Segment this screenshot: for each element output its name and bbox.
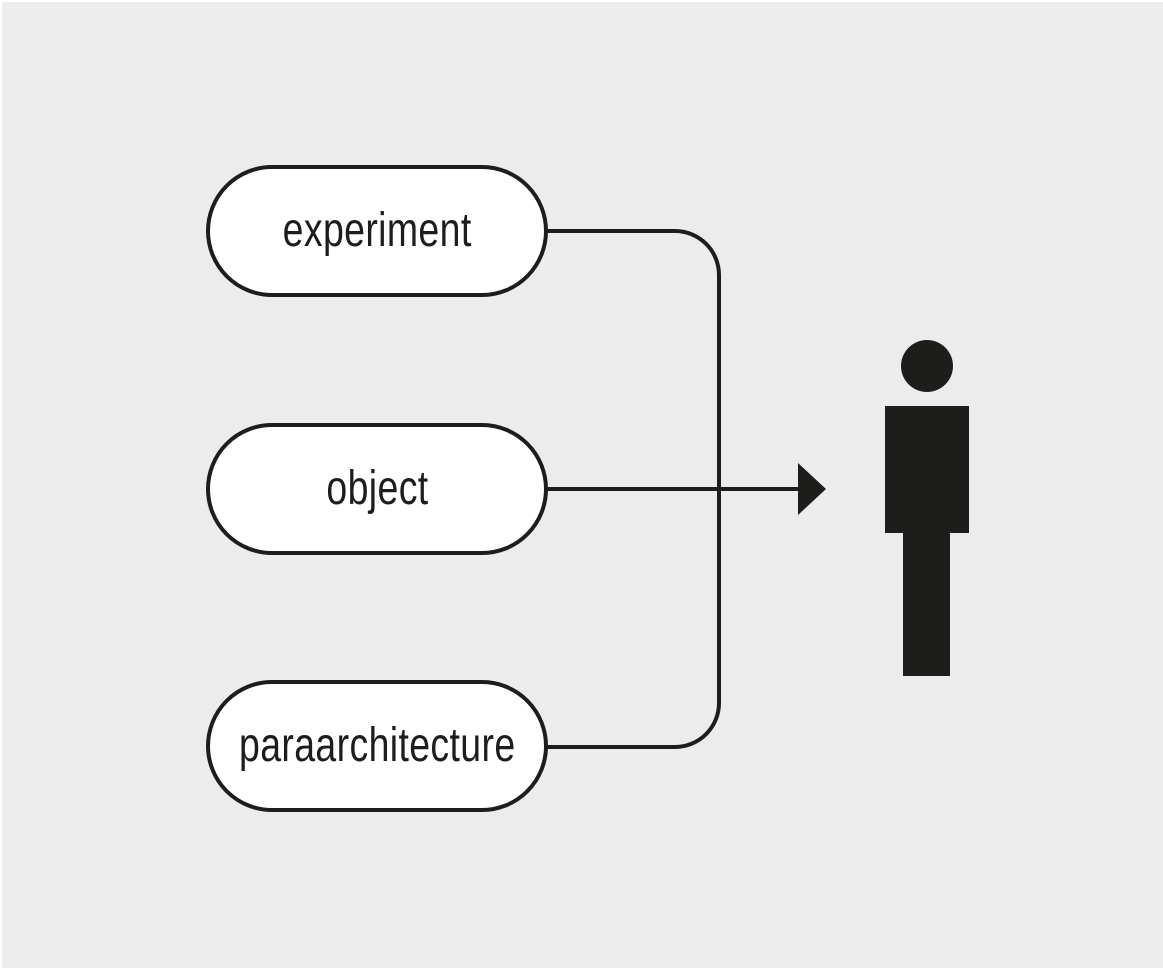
person-icon (885, 340, 969, 676)
person-torso (885, 406, 969, 533)
node-object-label: object (325, 462, 429, 515)
node-paraarchitecture-label: paraarchitecture (238, 719, 516, 772)
node-paraarchitecture: paraarchitecture (206, 680, 548, 812)
node-experiment: experiment (206, 165, 548, 297)
node-object: object (206, 423, 548, 555)
person-legs (903, 533, 950, 676)
node-experiment-label: experiment (282, 204, 472, 257)
person-head (901, 340, 953, 392)
arrowhead-icon (798, 463, 826, 515)
